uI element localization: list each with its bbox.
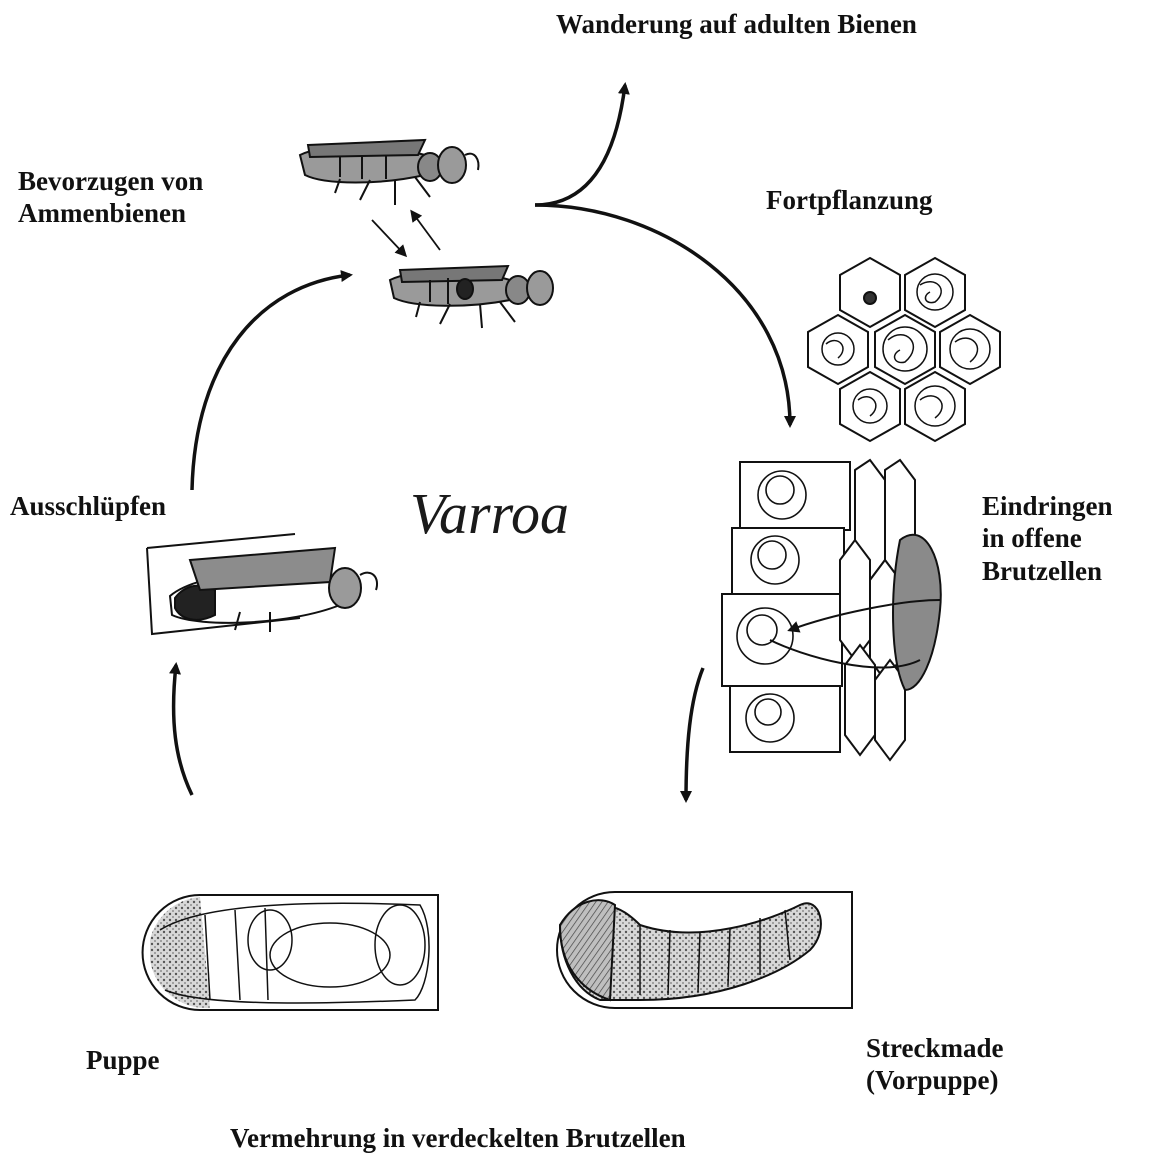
open-brood-cells-icon <box>722 460 941 760</box>
prepupa-cell-icon <box>557 892 852 1008</box>
label-invasion-open-brood-cells: Eindringen in offene Brutzellen <box>982 490 1113 587</box>
arrow-to-migration <box>535 85 625 205</box>
label-prefer-nurse-bees: Bevorzugen von Ammenbienen <box>18 165 203 230</box>
nurse-bee-icon <box>390 266 553 328</box>
honeycomb-icon <box>808 258 1000 441</box>
label-capped-cell-reproduction: Vermehrung in verdeckelten Brutzellen <box>230 1122 686 1154</box>
pupa-cell-icon <box>143 895 438 1010</box>
arrow-hatching-to-nurse-bees <box>192 275 350 490</box>
hatching-bee-icon <box>147 534 377 634</box>
small-exchange-arrows <box>372 212 440 255</box>
bee-icon <box>300 140 478 205</box>
label-hatching: Ausschlüpfen <box>10 490 166 522</box>
arrow-to-capped-cells <box>686 668 703 800</box>
label-migration-on-adult-bees: Wanderung auf adulten Bienen <box>556 8 917 40</box>
label-reproduction: Fortpflanzung <box>766 184 933 216</box>
cycle-arrows <box>174 85 790 800</box>
label-prepupa: Streckmade (Vorpuppe) <box>866 1032 1003 1097</box>
arrow-pupa-to-hatching <box>174 665 192 795</box>
label-pupa: Puppe <box>86 1044 160 1076</box>
diagram-title: Varroa <box>410 480 569 547</box>
arrow-to-brood-cells <box>535 205 790 425</box>
